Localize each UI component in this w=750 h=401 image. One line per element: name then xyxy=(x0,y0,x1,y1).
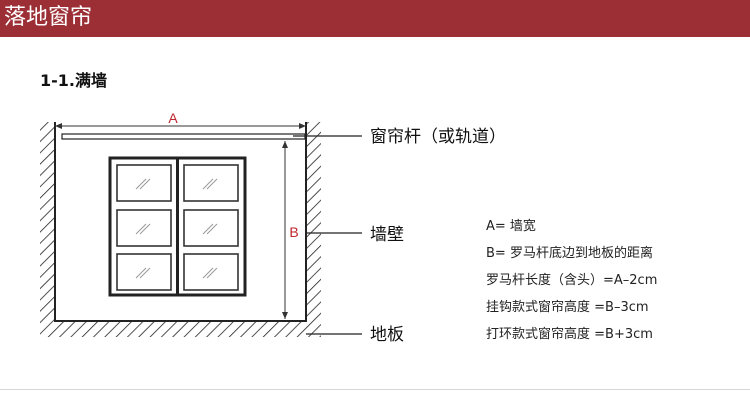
dimension-a-line xyxy=(55,123,306,129)
header-bar: 落地窗帘 xyxy=(0,0,750,37)
header-title: 落地窗帘 xyxy=(4,5,93,30)
legend-line-b: B= 罗马杆底边到地板的距离 xyxy=(486,246,653,261)
leader-lines xyxy=(293,135,362,335)
legend-line-a: A= 墙宽 xyxy=(486,219,536,234)
curtain-rod xyxy=(61,133,306,140)
dimension-b-label: B xyxy=(289,224,298,240)
floor-label: 地板 xyxy=(370,325,404,345)
section-title: 1-1.满墙 xyxy=(40,71,107,90)
dimension-a-label: A xyxy=(168,110,178,126)
legend-line-ring-height: 打环款式窗帘高度 =B+3cm xyxy=(486,327,653,342)
dimension-b-line xyxy=(282,141,288,319)
wall-label: 墙壁 xyxy=(370,225,404,245)
window-panes xyxy=(116,164,239,291)
formula-legend: A= 墙宽 B= 罗马杆底边到地板的距离 罗马杆长度（含头）=A–2cm 挂钩款… xyxy=(486,213,657,348)
glass-reflections xyxy=(135,178,218,279)
legend-line-hook-height: 挂钩款式窗帘高度 =B–3cm xyxy=(486,300,649,315)
window xyxy=(108,156,247,297)
bottom-divider xyxy=(0,389,750,390)
legend-line-rod-length: 罗马杆长度（含头）=A–2cm xyxy=(486,273,658,288)
rod-label: 窗帘杆（或轨道） xyxy=(370,127,506,147)
